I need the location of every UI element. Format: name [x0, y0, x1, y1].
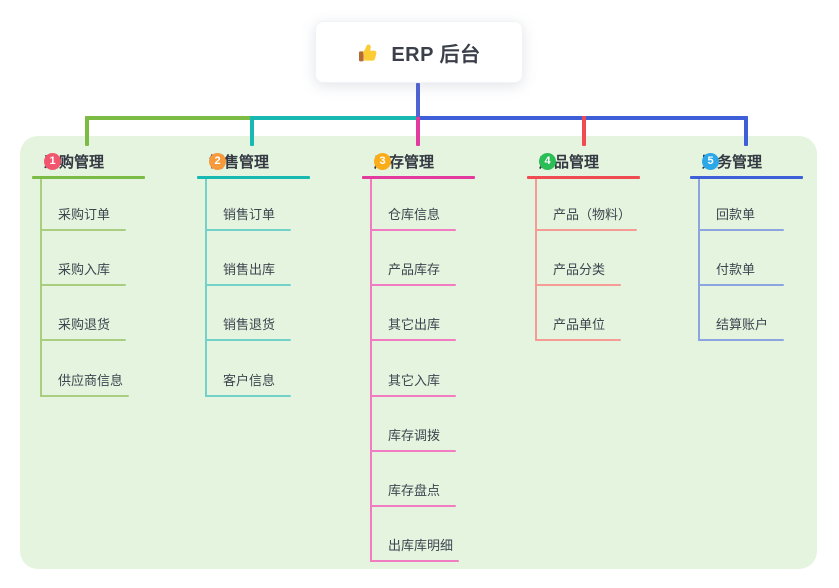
connector-bus-segment	[85, 116, 254, 120]
child-node[interactable]: 产品库存	[388, 262, 441, 278]
branch-number-badge: 1	[44, 152, 61, 170]
branch-number-badge: 5	[702, 152, 719, 170]
branch-number-badge: 3	[374, 152, 391, 170]
connector-drop-line	[85, 116, 89, 146]
branch-child-spine	[370, 179, 372, 563]
child-node[interactable]: 其它出库	[388, 317, 441, 333]
child-underline	[205, 284, 291, 287]
child-underline	[370, 449, 456, 452]
mindmap-panel	[20, 136, 817, 569]
child-node[interactable]: 采购退货	[58, 317, 111, 333]
child-underline	[698, 284, 784, 287]
branch-number-badge: 2	[209, 152, 226, 170]
branch-number-badge: 4	[539, 152, 556, 170]
child-underline	[205, 394, 291, 397]
child-underline	[535, 284, 621, 287]
child-underline	[40, 339, 126, 342]
root-node[interactable]: ERP 后台	[315, 21, 523, 83]
connector-drop-line	[250, 116, 254, 146]
branch-underline	[527, 176, 640, 179]
child-underline	[40, 229, 126, 231]
root-node-label: ERP 后台	[391, 43, 481, 66]
child-node[interactable]: 其它入库	[388, 372, 441, 388]
branch-child-spine	[40, 179, 42, 397]
branch-child-spine	[535, 179, 537, 342]
child-underline	[698, 229, 784, 231]
branch-underline	[32, 176, 145, 179]
child-underline	[370, 284, 456, 287]
connector-bus-segment	[250, 116, 420, 120]
child-underline	[205, 339, 291, 342]
child-node[interactable]: 供应商信息	[58, 372, 124, 388]
child-node[interactable]: 产品分类	[553, 262, 606, 278]
child-node[interactable]: 库存盘点	[388, 483, 441, 498]
child-underline	[698, 339, 784, 342]
branch-child-spine	[205, 179, 207, 397]
branch-child-spine	[698, 179, 700, 342]
child-node[interactable]: 付款单	[716, 262, 756, 278]
child-underline	[535, 339, 621, 342]
child-node[interactable]: 结算账户	[716, 317, 769, 333]
connector-drop-line	[416, 116, 420, 146]
child-node[interactable]: 产品单位	[553, 317, 606, 333]
thumbs-up-icon	[357, 40, 381, 64]
child-underline	[40, 394, 129, 397]
child-node[interactable]: 采购订单	[58, 207, 111, 222]
child-underline	[370, 560, 459, 563]
child-underline	[205, 229, 291, 231]
child-underline	[40, 284, 126, 287]
child-node[interactable]: 采购入库	[58, 262, 111, 278]
child-node[interactable]: 客户信息	[223, 372, 276, 388]
child-node[interactable]: 销售订单	[223, 207, 276, 222]
branch-underline	[690, 176, 803, 179]
child-node[interactable]: 产品（物料）	[553, 207, 632, 222]
child-underline	[370, 505, 456, 507]
branch-underline	[197, 176, 310, 179]
connector-drop-line	[582, 116, 586, 146]
child-underline	[370, 394, 456, 397]
child-underline	[370, 339, 456, 342]
child-node[interactable]: 库存调拨	[388, 427, 441, 443]
branch-underline	[362, 176, 475, 179]
child-node[interactable]: 销售出库	[223, 262, 276, 278]
child-node[interactable]: 出库库明细	[388, 538, 454, 554]
child-underline	[535, 229, 637, 231]
child-underline	[370, 229, 456, 231]
child-node[interactable]: 销售退货	[223, 317, 276, 333]
child-node[interactable]: 仓库信息	[388, 207, 441, 222]
child-node[interactable]: 回款单	[716, 207, 756, 222]
root-connector-line	[416, 83, 420, 117]
connector-drop-line	[744, 116, 748, 146]
